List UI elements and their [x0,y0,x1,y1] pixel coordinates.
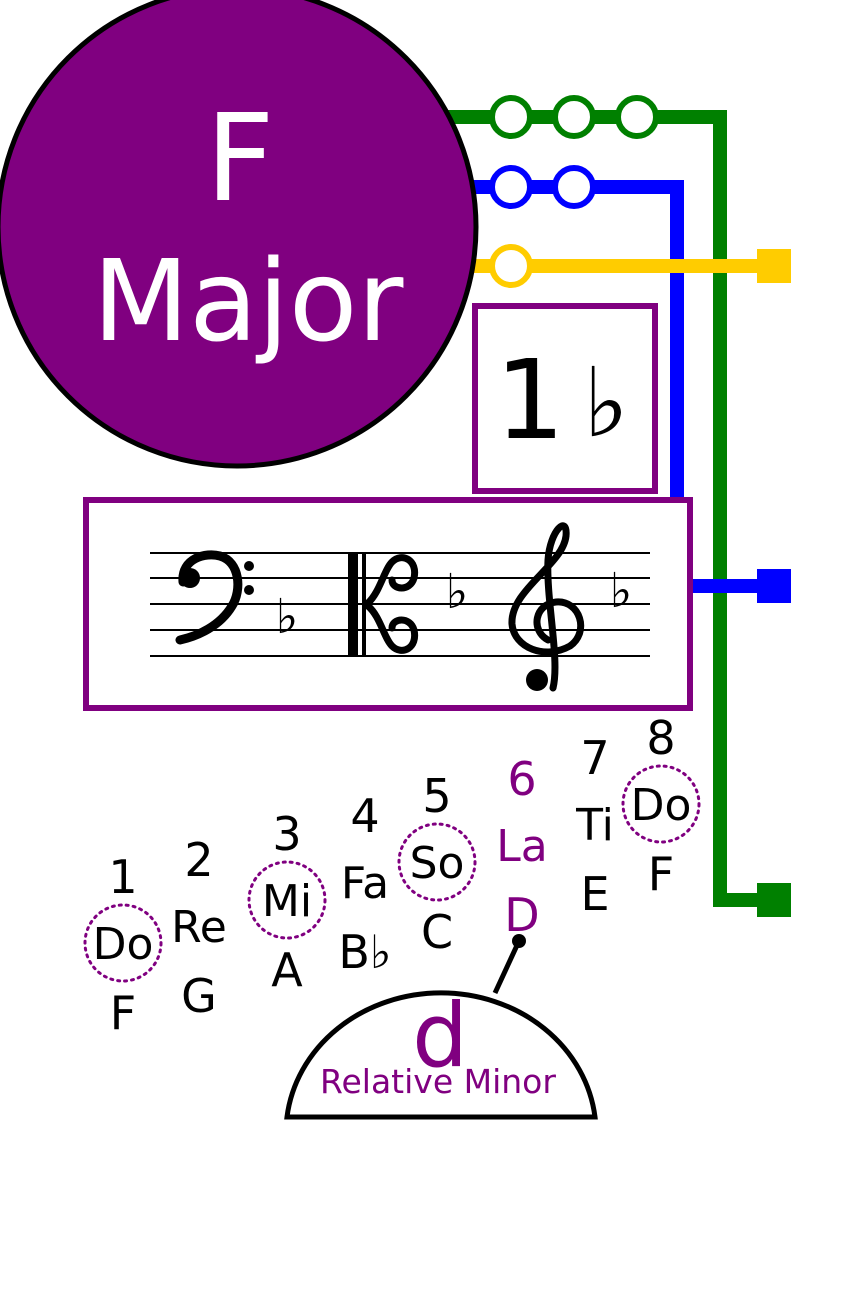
scale-degree-solfege: La [496,821,547,872]
scale-degree-number: 8 [646,711,675,765]
solfege-ring [621,764,701,844]
scale-degree-solfege: Do [93,919,154,970]
blue-station [552,165,596,209]
green-line-terminal [757,883,791,917]
bass-clef-icon [175,550,254,645]
green-station [615,95,659,139]
solfege-ring [83,903,163,983]
key-circle-background [0,0,479,469]
scale-degree-number: 7 [580,731,609,785]
relative-minor-pointer [492,939,522,995]
scale-degree-note: G [181,969,217,1023]
alto-clef-icon [348,553,419,656]
scale-degree-note: B♭ [338,925,391,979]
scale-degree-solfege: So [410,838,465,889]
key-quality: Major [93,237,405,367]
relative-minor-label: Relative Minor [320,1062,556,1101]
scale-degree-note: D [504,888,539,942]
scale-degree-number: 6 [507,752,536,806]
key-signature-box: 1 ♭ [472,303,658,494]
relative-minor: d Relative Minor [284,934,598,1120]
scale-degree-solfege: Fa [341,858,389,909]
scale-degree-number: 3 [272,807,301,861]
scale-degree-solfege: Do [631,780,692,831]
key-signature-frame [472,303,658,494]
blue-line-terminal [757,569,791,603]
scale-degree-number: 5 [422,769,451,823]
solfege-ring [397,822,477,902]
scale-degree-number: 4 [350,789,379,843]
scale-degree-solfege: Re [171,902,227,953]
scale-degree-note: E [580,867,609,921]
treble-clef-icon [508,522,585,692]
key-signature-count: 1 [495,336,565,464]
yellow-station [489,244,533,288]
scale-degree-solfege: Mi [262,876,312,927]
clef-staff-box: ♭ ♭ ♭ [83,497,693,711]
key-letter: F [205,90,274,229]
green-station [489,95,533,139]
blue-station [489,165,533,209]
relative-minor-letter: d [412,984,468,1087]
scale-degree-number: 1 [108,850,137,904]
relative-minor-pointer-dot [512,934,526,948]
scale-degree-note: F [110,986,136,1040]
bass-flat: ♭ [276,589,299,645]
green-station [552,95,596,139]
scale-degree-solfege: Ti [575,800,614,851]
scale-degree-note: A [271,943,303,997]
scale-degree-note: C [421,905,453,959]
key-circle: F Major [0,0,479,469]
treble-flat: ♭ [610,563,633,619]
solfege-ring [247,860,327,940]
alto-flat: ♭ [446,564,469,620]
transit-lines [440,95,791,917]
yellow-line-terminal [757,249,791,283]
relative-minor-dome [284,990,598,1120]
key-signature-flat: ♭ [583,347,628,459]
scale-degree-note: F [648,847,674,901]
scale-degree-number: 2 [184,833,213,887]
